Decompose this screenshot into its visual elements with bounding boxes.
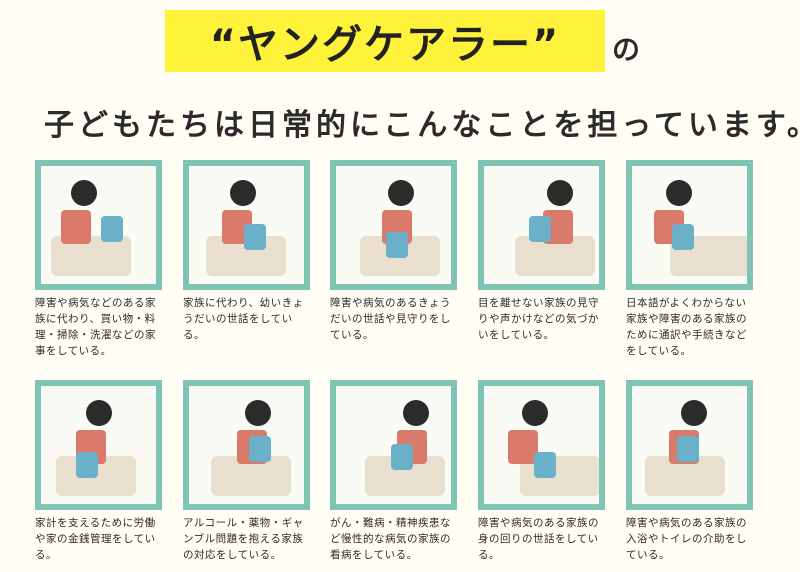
title-suffix: の xyxy=(612,33,641,66)
title-highlight: “ヤングケアラー” xyxy=(165,10,605,72)
illustration-elder-watch xyxy=(478,160,605,290)
card-bathing-toilet-assist: 障害や病気のある家族の入浴やトイレの介助をしている。 xyxy=(626,380,753,563)
illustration-housework xyxy=(35,160,162,290)
illustration-bathing-toilet-assist xyxy=(626,380,753,510)
card-sibling-care: 家族に代わり、幼いきょうだいの世話をしている。 xyxy=(183,160,310,343)
card-illness-nursing: がん・難病・精神疾患など慢性的な病気の家族の看病をしている。 xyxy=(330,380,457,563)
illustration-household-finance xyxy=(35,380,162,510)
card-caption: 障害や病気のある家族の身の回りの世話をしている。 xyxy=(478,517,599,561)
card-household-finance: 家計を支えるために労働や家の金銭管理をしている。 xyxy=(35,380,162,563)
card-elder-watch: 目を離せない家族の見守りや声かけなどの気づかいをしている。 xyxy=(478,160,605,343)
card-caption: 障害や病気などのある家族に代わり、買い物・料理・掃除・洗濯などの家事をしている。 xyxy=(35,297,156,357)
card-personal-care: 障害や病気のある家族の身の回りの世話をしている。 xyxy=(478,380,605,563)
card-caption: 障害や病気のある家族の入浴やトイレの介助をしている。 xyxy=(626,517,747,561)
illustration-interpreting xyxy=(626,160,753,290)
illustration-sibling-care xyxy=(183,160,310,290)
card-housework: 障害や病気などのある家族に代わり、買い物・料理・掃除・洗濯などの家事をしている。 xyxy=(35,160,162,359)
card-caption: 家計を支えるために労働や家の金銭管理をしている。 xyxy=(35,517,156,561)
card-interpreting: 日本語がよくわからない家族や障害のある家族のために通訳や手続きなどをしている。 xyxy=(626,160,753,359)
card-sibling-watch: 障害や病気のあるきょうだいの世話や見守りをしている。 xyxy=(330,160,457,343)
illustration-sibling-watch xyxy=(330,160,457,290)
card-caption: 家族に代わり、幼いきょうだいの世話をしている。 xyxy=(183,297,304,341)
page-subtitle: 子どもたちは日常的にこんなことを担っています。 xyxy=(44,108,800,143)
card-caption: 目を離せない家族の見守りや声かけなどの気づかいをしている。 xyxy=(478,297,599,341)
illustration-illness-nursing xyxy=(330,380,457,510)
card-caption: 日本語がよくわからない家族や障害のある家族のために通訳や手続きなどをしている。 xyxy=(626,297,747,357)
card-addiction-support: アルコール・薬物・ギャンブル問題を抱える家族の対応をしている。 xyxy=(183,380,310,563)
page-title: “ヤングケアラー” xyxy=(209,22,561,68)
card-caption: 障害や病気のあるきょうだいの世話や見守りをしている。 xyxy=(330,297,451,341)
card-caption: がん・難病・精神疾患など慢性的な病気の家族の看病をしている。 xyxy=(330,517,451,561)
illustration-personal-care xyxy=(478,380,605,510)
illustration-addiction-support xyxy=(183,380,310,510)
card-caption: アルコール・薬物・ギャンブル問題を抱える家族の対応をしている。 xyxy=(183,517,304,561)
